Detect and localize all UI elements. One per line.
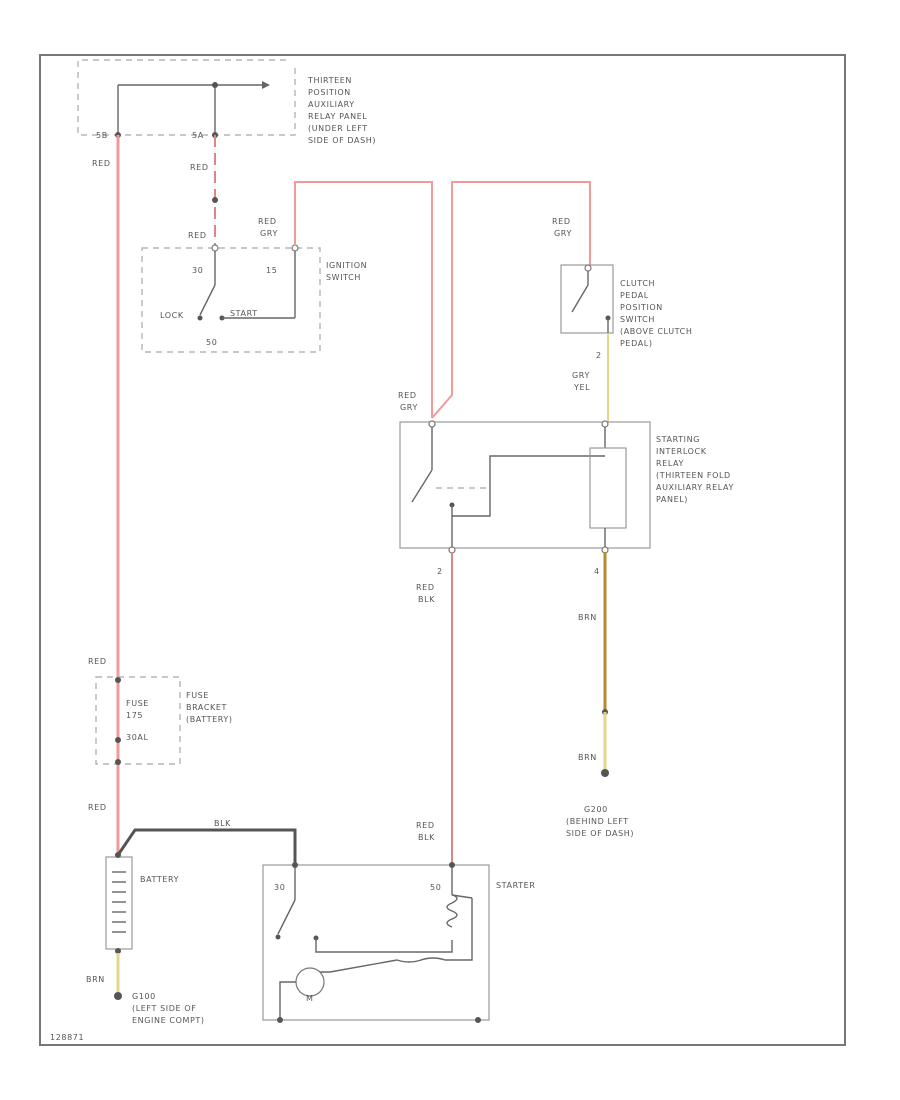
wire-label-red-gry-clutch-2: GRY — [554, 229, 572, 238]
ignition-to-relay-wire — [294, 181, 433, 418]
terminal-relay-4: 4 — [594, 567, 600, 576]
g200-label-1: G200 — [584, 805, 608, 814]
wire-label-brn-ground: BRN — [578, 753, 597, 762]
relay-label-3: RELAY — [656, 459, 684, 468]
relay-label-2: INTERLOCK — [656, 447, 707, 456]
wire-label-red-blk-bot-1: RED — [416, 821, 435, 830]
ign-pos-start: START — [230, 309, 258, 318]
wire-label-gry-yel-1: GRY — [572, 371, 590, 380]
relay-label-1: STARTING — [656, 435, 700, 444]
clutch-label-1: CLUTCH — [620, 279, 655, 288]
wire-label-red-top: RED — [92, 159, 111, 168]
relay-label-4: (THIRTEEN FOLD — [656, 471, 731, 480]
battery-label: BATTERY — [140, 875, 179, 884]
fuse-bracket-label-2: BRACKET — [186, 703, 227, 712]
starter-label: STARTER — [496, 881, 536, 890]
g100-label-3: ENGINE COMPT) — [132, 1016, 205, 1025]
wire-label-gry-yel-2: YEL — [573, 383, 590, 392]
starter-terminal-50: 50 — [430, 883, 441, 892]
relay-label-6: PANEL) — [656, 495, 688, 504]
relay-panel-label-4: RELAY PANEL — [308, 112, 367, 121]
wire-label-red-gry-relay-1: RED — [398, 391, 417, 400]
g100-label-2: (LEFT SIDE OF — [132, 1004, 196, 1013]
g200-label-2: (BEHIND LEFT — [566, 817, 629, 826]
wire-label-blk: BLK — [214, 819, 231, 828]
g100-label-1: G100 — [132, 992, 156, 1001]
starter-terminal-m: M — [306, 994, 314, 1003]
clutch-label-4: SWITCH — [620, 315, 655, 324]
wire-label-red-gry-ign-1: RED — [258, 217, 277, 226]
starter-terminal-30: 30 — [274, 883, 285, 892]
wire-label-brn-relay: BRN — [578, 613, 597, 622]
figure-id: 128871 — [50, 1033, 84, 1042]
starting-interlock-relay: STARTING INTERLOCK RELAY (THIRTEEN FOLD … — [399, 420, 734, 554]
wire-label-red-blk-bot-2: BLK — [418, 833, 435, 842]
clutch-label-5: (ABOVE CLUTCH — [620, 327, 693, 336]
ign-pos-15: 15 — [266, 266, 277, 275]
relay-panel-label-5: (UNDER LEFT — [308, 124, 368, 133]
wire-label-red-gry-relay-2: GRY — [400, 403, 418, 412]
fuse-inner-label-1: FUSE — [126, 699, 149, 708]
g200-label-3: SIDE OF DASH) — [566, 829, 634, 838]
wire-label-red-blk-top-1: RED — [416, 583, 435, 592]
clutch-label-2: PEDAL — [620, 291, 649, 300]
relay-to-clutch-wire — [431, 181, 591, 419]
relay-panel-label-2: POSITION — [308, 88, 351, 97]
relay-panel-label-6: SIDE OF DASH) — [308, 136, 376, 145]
ignition-switch-label-2: SWITCH — [326, 273, 361, 282]
terminal-5b: 5B — [96, 131, 108, 140]
battery-to-starter-cable — [116, 828, 297, 865]
fuse-bracket-label-1: FUSE — [186, 691, 209, 700]
wire-label-brn-battery: BRN — [86, 975, 105, 984]
clutch-label-6: PEDAL) — [620, 339, 653, 348]
starter: 30 50 M STARTER — [262, 862, 536, 1023]
relay-panel-label-3: AUXILIARY — [308, 100, 355, 109]
wire-label-red-battery: RED — [88, 803, 107, 812]
relay-panel-label-1: THIRTEEN — [307, 76, 352, 85]
clutch-label-3: POSITION — [620, 303, 663, 312]
fuse-inner-label-2: 175 — [126, 711, 143, 720]
wire-label-red-mid: RED — [190, 163, 209, 172]
ignition-switch-label-1: IGNITION — [326, 261, 367, 270]
battery: BATTERY — [105, 852, 179, 954]
wire-label-red-gry-clutch-1: RED — [552, 217, 571, 226]
wire-label-red-ign: RED — [188, 231, 207, 240]
clutch-pedal-switch: CLUTCH PEDAL POSITION SWITCH (ABOVE CLUT… — [560, 264, 693, 348]
ign-pos-50: 50 — [206, 338, 217, 347]
relay-panel: 5B 5A THIRTEEN POSITION AUXILIARY RELAY … — [77, 59, 376, 145]
terminal-5a: 5A — [192, 131, 204, 140]
fuse-inner-label-3: 30AL — [126, 733, 149, 742]
terminal-clutch-2: 2 — [596, 351, 602, 360]
ign-pos-lock: LOCK — [160, 311, 184, 320]
relay-label-5: AUXILIARY RELAY — [656, 483, 734, 492]
wire-label-red-gry-ign-2: GRY — [260, 229, 278, 238]
wire-label-red-fuse: RED — [88, 657, 107, 666]
fuse-bracket-label-3: (BATTERY) — [186, 715, 233, 724]
wire-label-red-blk-top-2: BLK — [418, 595, 435, 604]
ign-pos-30: 30 — [192, 266, 203, 275]
diagram-frame — [39, 54, 846, 1046]
fuse-bracket: FUSE 175 30AL FUSE BRACKET (BATTERY) — [95, 676, 233, 765]
terminal-relay-2: 2 — [437, 567, 443, 576]
ignition-switch: 30 15 50 LOCK START IGNITION SWITCH — [141, 244, 367, 353]
